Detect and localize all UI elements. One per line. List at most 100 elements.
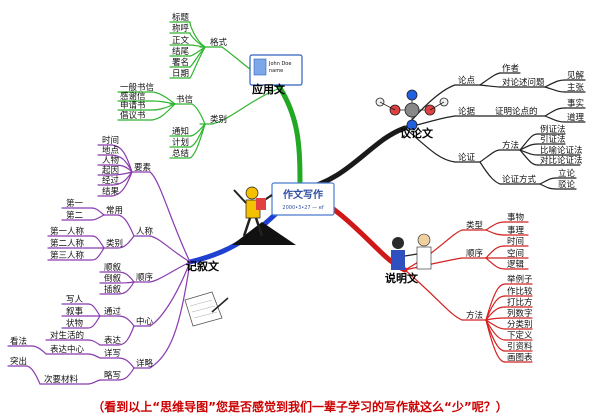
card-name-sub: name [269,68,283,74]
smff-item-7: 引资料 [507,341,533,352]
molecule-illustration [375,89,449,131]
fangfa-item-3: 比喻论证法 [540,145,583,156]
geshi-item-5: 署名 [172,57,189,68]
center-node: 作文写作 2000•3•27 — ef [271,182,335,216]
lunzheng-fangshi-label: 论证方式 [502,174,537,185]
yaosu-item-3: 人物 [102,155,120,166]
geshi-item-3: 正文 [172,35,190,46]
smff-item-3: 打比方 [507,297,533,308]
shuxin-item-3: 申请书 [120,100,146,111]
changyong-item-1: 第一 [66,198,84,209]
yaosu-item-1: 时间 [102,135,119,146]
xiangxie-item-2: 看法 [10,336,27,347]
branch-yingyong-label: 应用文 [252,82,286,96]
xianglue-label: 详略 [136,358,154,369]
yingyong-geshi-label: 格式 [210,37,228,48]
lunju-item-1: 事实 [567,98,584,109]
shunxu-item-2: 空间 [507,248,524,259]
smff-item-6: 下定义 [507,330,533,341]
trunk-yilun [297,125,408,193]
geshi-item-6: 日期 [172,69,189,79]
climber-illustration [232,186,296,245]
yaosu-item-6: 结果 [102,186,120,197]
geshi-item-4: 结尾 [172,46,190,57]
tongguo-item-3: 状物 [66,318,84,329]
smff-item-1: 举例子 [507,274,533,285]
leixing-item-1: 事物 [507,212,525,223]
paper-pen-illustration [184,291,229,327]
luexie-item-1: 次要材料 [44,374,79,385]
fangfa-item-1: 例证法 [540,124,566,135]
leibie-other-2: 计划 [172,137,189,148]
tongguo-item-1: 写人 [66,295,84,305]
jixu-shunxu-item-1: 顺叙 [104,262,122,273]
lunju-zhengming: 证明论点的 [495,106,538,117]
yingyong-leibie-label: 类别 [210,114,227,125]
smff-item-8: 画图表 [507,352,533,363]
fangshi-item-1: 立论 [558,168,576,179]
fangshi-item-2: 驳论 [558,179,576,190]
jixu-shunxu-item-3: 插叙 [104,284,122,295]
smff-item-2: 作比较 [507,286,533,297]
lunju-label: 论据 [458,106,476,117]
branch-yilun-label: 议论文 [400,126,434,140]
shuoming-fangfa-label: 方法 [466,310,483,321]
biaoda-item-1: 对生活的 [50,330,84,341]
smff-item-5: 分类别 [507,319,533,330]
leixing-item-2: 事理 [507,225,525,236]
yaosu-label: 要素 [134,162,152,173]
fangfa-item-4: 对比论证法 [540,155,583,166]
center-title: 作文写作 [283,188,323,201]
mind-map: 作文写作 2000•3•27 — ef John Doe name [7,12,586,385]
lundian-label: 论点 [458,75,476,86]
people-illustration [391,233,432,270]
card-name: John Doe [268,61,291,67]
lunzheng-label: 论证 [458,152,476,163]
yaosu-item-2: 地点 [102,145,120,156]
xiangxie-item-1: 表达中心 [50,344,85,355]
luexie-label: 略写 [104,370,121,381]
bottom-caption: （看到以上“思维导图”您是否感觉到我们一辈子学习的写作就这么“少”呢？） [92,400,508,414]
renchen-item-3: 第三人称 [50,250,85,261]
biaoda-label: 表达 [104,335,122,346]
lundian-item-1: 见解 [567,70,585,81]
leibie-other-1: 通知 [172,126,189,137]
lunzheng-fangfa-label: 方法 [502,140,519,151]
name-card-illustration: John Doe name [249,54,303,86]
lundian-zuozhe: 作者 [502,63,520,74]
tongguo-item-2: 叙事 [66,306,84,317]
luexie-item-2: 突出 [10,356,27,367]
xiangxie-label: 详写 [104,348,121,359]
geshi-item-2: 称呼 [172,23,190,34]
shunxu-item-3: 逻辑 [507,259,525,270]
tongguo-label: 通过 [104,306,122,317]
shunxu-item-1: 时间 [507,236,524,247]
smff-item-4: 列数字 [507,308,533,319]
lundian-item-2: 主张 [567,82,585,93]
shuxin-item-1: 一般书信 [120,82,155,93]
jixu-shunxu-label: 顺序 [136,272,154,283]
renchen-leibie-label: 类别 [106,238,123,249]
shuxin-item-2: 感谢信 [120,91,146,102]
shuxin-item-4: 倡议书 [120,110,146,121]
fangfa-item-2: 引证法 [540,134,566,145]
jixu-shunxu-item-2: 倒叙 [104,273,122,284]
zhongxin-label: 中心 [136,316,154,327]
changyong-label: 常用 [106,205,123,216]
lunju-item-2: 道理 [567,112,585,123]
renchen-item-1: 第一人称 [50,226,85,237]
shuxin-label: 书信 [176,94,194,105]
leixing-label: 类型 [466,220,484,231]
geshi-item-1: 标题 [172,12,190,23]
branch-jixu-label: 记叙文 [186,259,220,273]
yaosu-item-4: 起因 [102,166,119,176]
yaosu-item-5: 经过 [102,175,120,186]
lundian-duilun: 对论述问题 [502,77,545,88]
changyong-item-2: 第二 [66,210,84,221]
leibie-other-3: 总结 [172,148,189,159]
renchen-label: 人称 [136,226,154,237]
branch-shuoming-label: 说明文 [385,271,419,285]
shuoming-shunxu-label: 顺序 [466,248,484,259]
renchen-item-2: 第二人称 [50,238,85,249]
center-subtitle: 2000•3•27 — ef [282,205,323,211]
